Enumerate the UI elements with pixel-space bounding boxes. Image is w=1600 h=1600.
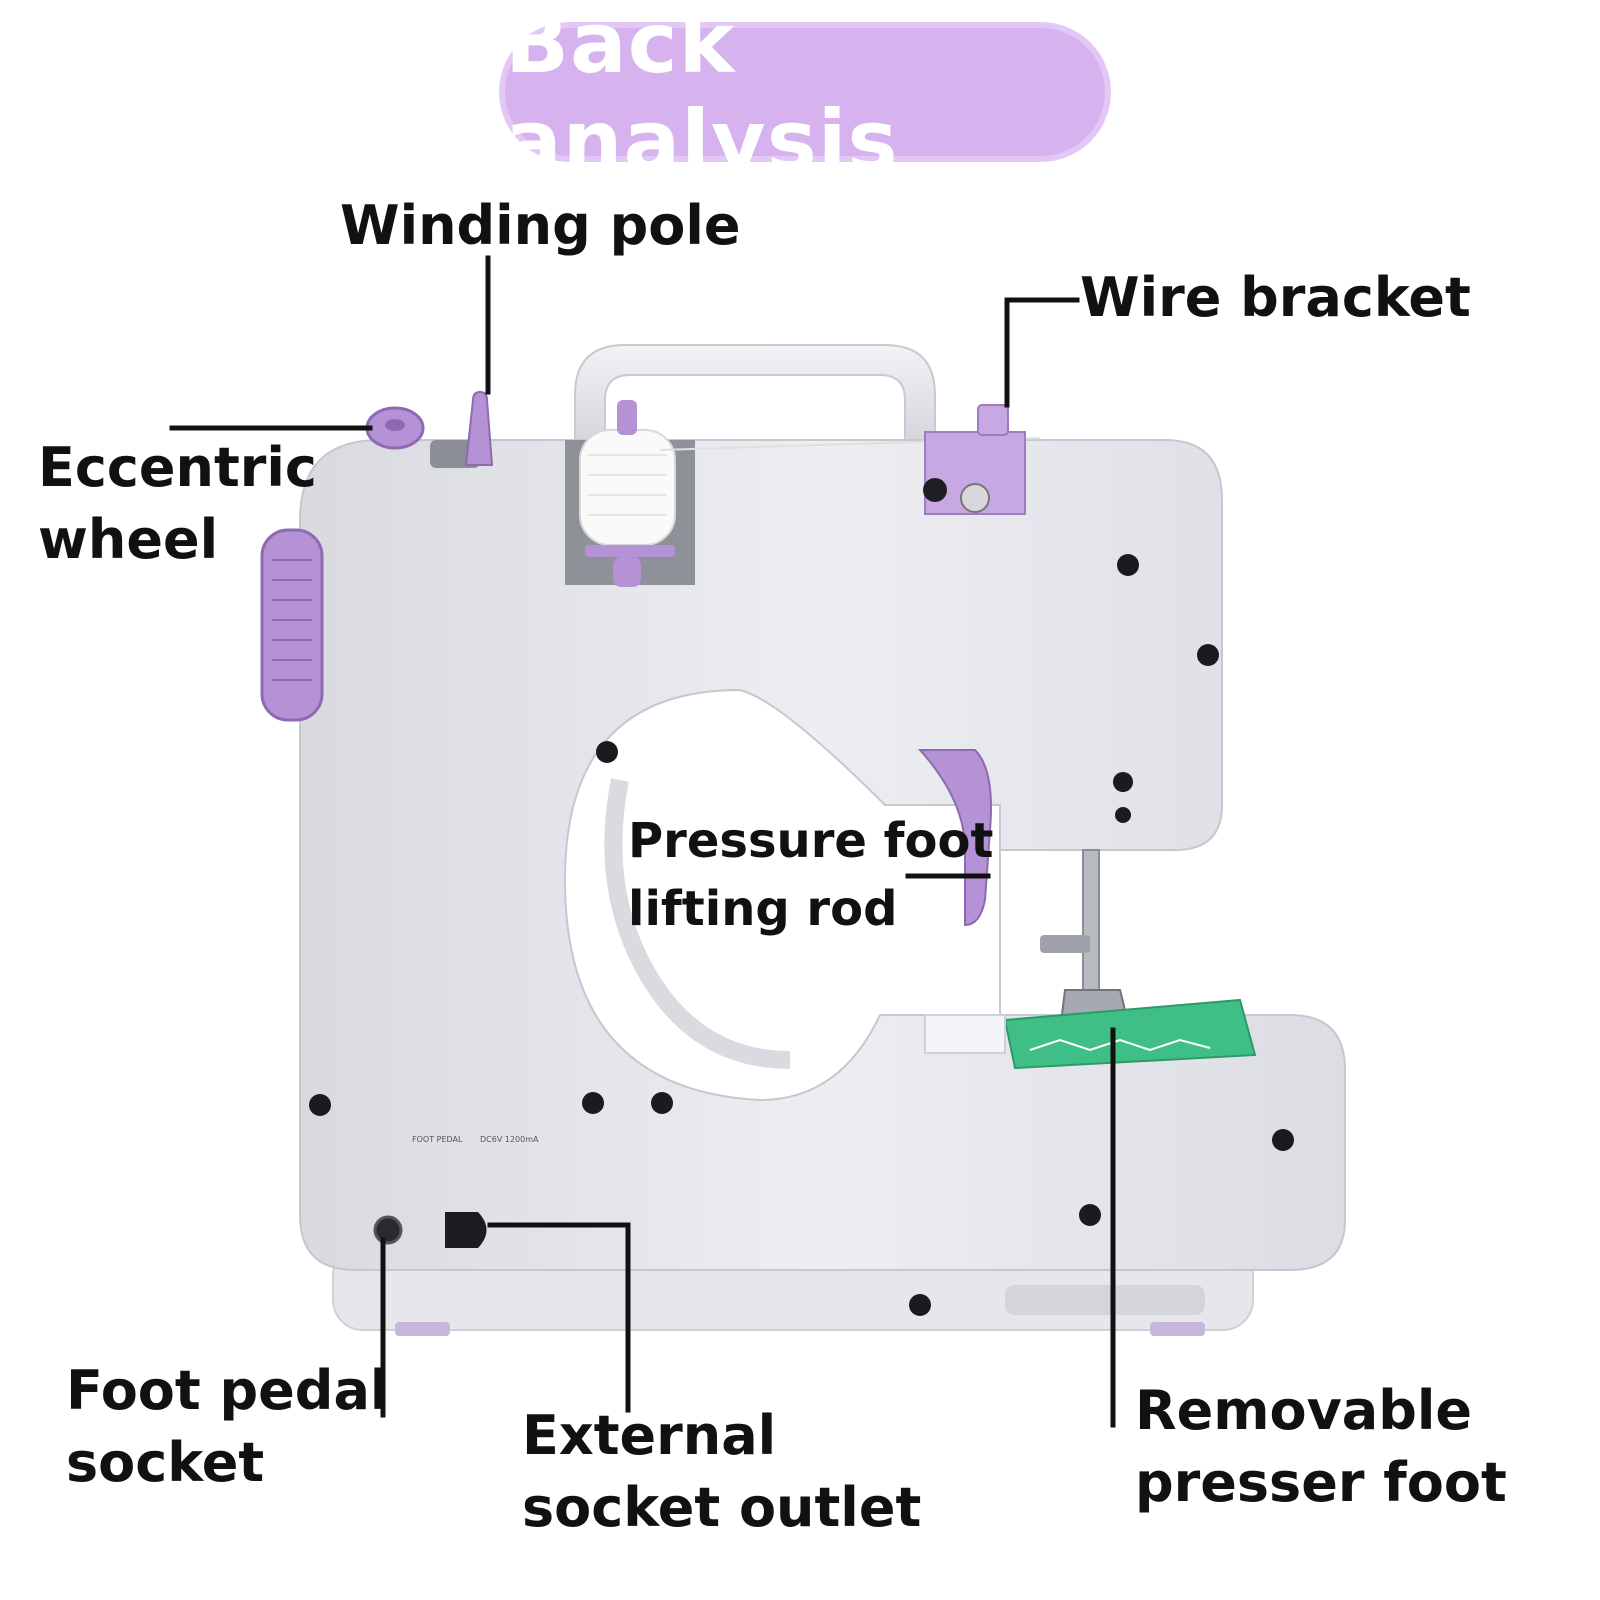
winding-pole-spindle: [464, 390, 494, 466]
spool-pin-bottom: [613, 557, 641, 587]
spool-thread: [579, 429, 676, 546]
label-external-socket-outlet: External socket outlet: [522, 1404, 922, 1539]
eccentric-wheel-knob-center: [385, 419, 405, 431]
leader-wire-bracket: [1004, 297, 1080, 408]
base-foot-left: [395, 1322, 450, 1336]
leader-lines: [169, 255, 1116, 1428]
wire-bracket-post: [977, 404, 1009, 436]
label-wire-bracket: Wire bracket: [1080, 266, 1471, 329]
presser-foot-screw: [1040, 935, 1090, 953]
screw-holes: [309, 554, 1294, 1316]
wire-bracket-hole: [923, 478, 947, 502]
spool-thread-lines: [588, 454, 667, 516]
needle-plate: [924, 1014, 1006, 1054]
label-pressure-foot-lifting-rod: Pressure foot lifting rod: [628, 813, 994, 937]
lifting-rod: [917, 749, 992, 927]
label-eccentric-wheel: Eccentric wheel: [38, 436, 317, 571]
foot-pedal-socket-jack: [373, 1215, 403, 1245]
leader-external-socket: [487, 1222, 631, 1413]
hand-wheel: [260, 528, 324, 722]
panel-print-foot-pedal: FOOT PEDAL: [412, 1135, 463, 1144]
label-winding-pole: Winding pole: [340, 194, 741, 257]
page-title: Back analysis: [505, 0, 899, 190]
fabric-stitch: [1029, 1038, 1211, 1052]
needle-bar: [1082, 849, 1100, 1001]
fabric-piece: [1003, 998, 1257, 1070]
external-socket-outlet-port: [445, 1212, 487, 1248]
base-foot-right: [1150, 1322, 1205, 1336]
label-removable-presser-foot: Removable presser foot: [1135, 1379, 1507, 1514]
carry-handle: [574, 344, 936, 451]
panel-print-dc-rating: DC6V 1200mA: [480, 1135, 539, 1144]
spool-pin-top: [617, 400, 637, 435]
throat-shadow: [604, 778, 791, 1069]
base-slot: [1005, 1285, 1205, 1315]
wire-bracket-screw: [960, 483, 990, 513]
spool-base: [585, 545, 675, 557]
title-badge: Back analysis: [505, 0, 1105, 190]
hand-wheel-ridges: [272, 559, 312, 681]
label-foot-pedal-socket: Foot pedal socket: [66, 1359, 389, 1494]
